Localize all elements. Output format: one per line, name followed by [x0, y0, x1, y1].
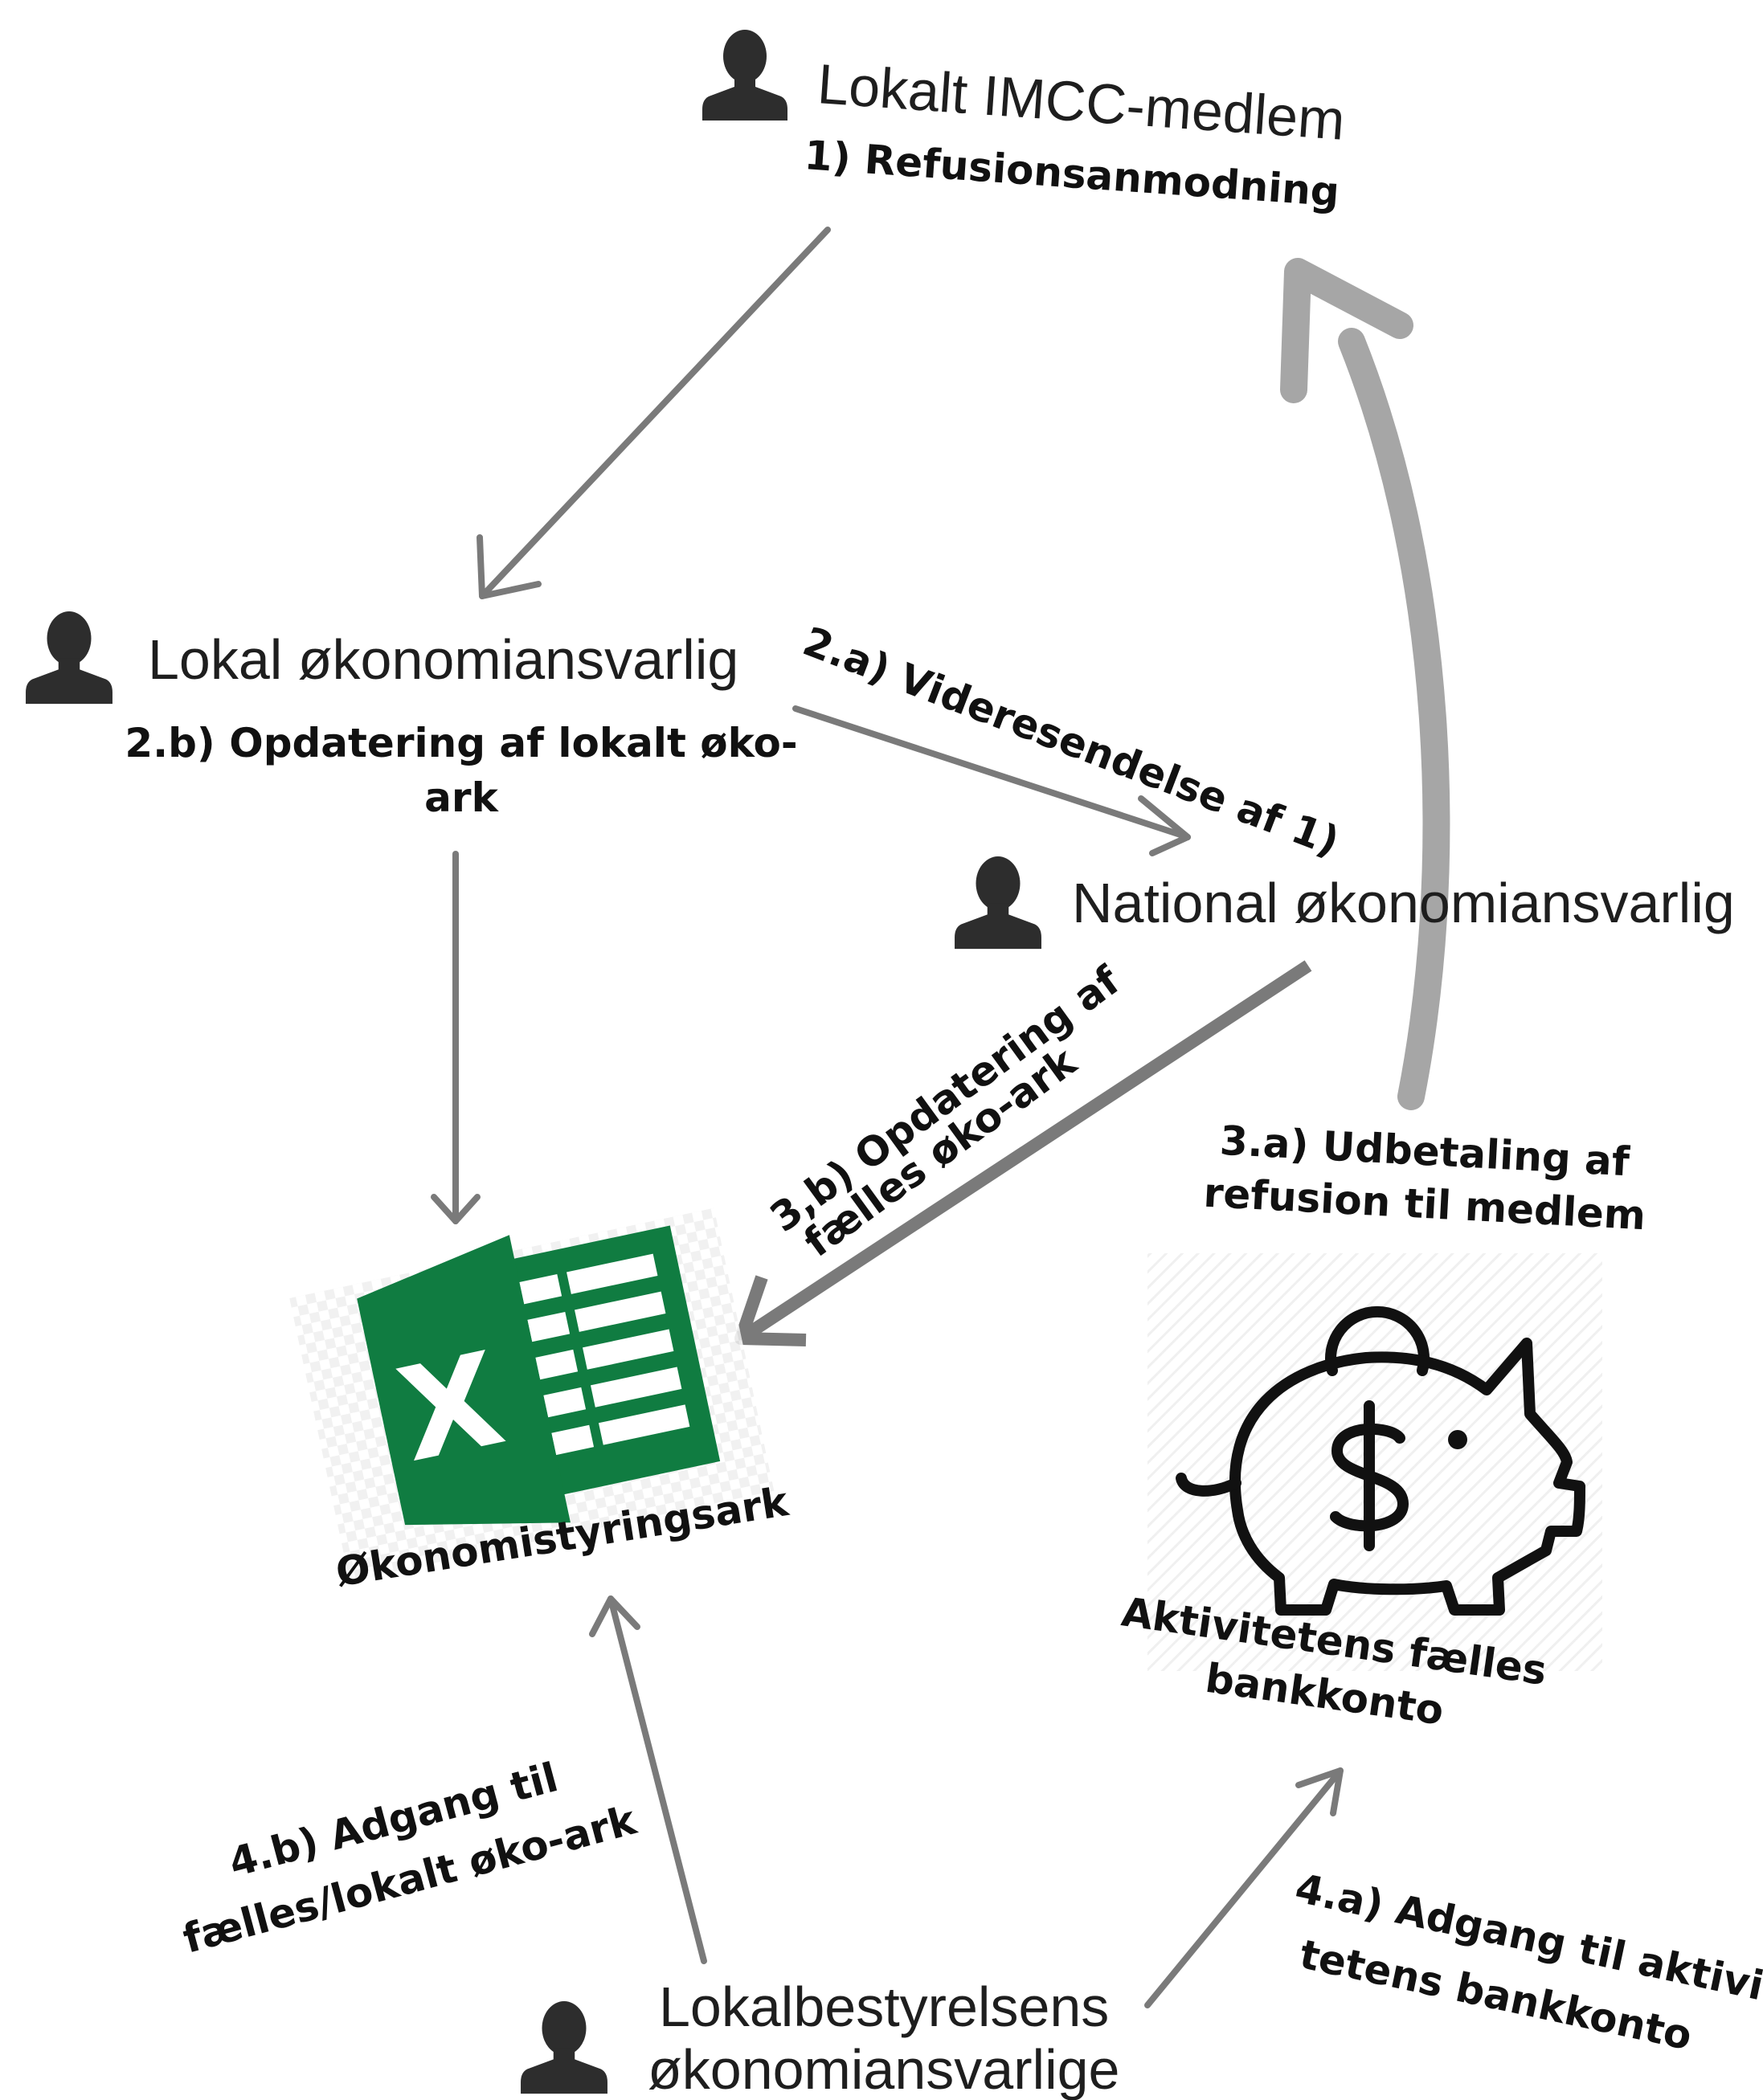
person-icon: [26, 611, 112, 705]
bank-node: Aktivitetens fælles bankkonto: [1119, 1253, 1602, 1734]
excel-icon: X: [357, 1225, 721, 1526]
piggy-bank-icon: [1176, 1305, 1585, 1616]
arrow-board-to-bank: [1144, 1767, 1344, 2008]
arrow-bank-to-member: [1280, 258, 1450, 1110]
arrow-member-to-local: [477, 227, 831, 599]
arrow-local-to-spreadsheet: [431, 851, 481, 1224]
spreadsheet-node: X Økonomistyringsark: [289, 1207, 792, 1595]
person-icon: [702, 30, 787, 121]
board-node-label-line2: økonomiansvarlige: [648, 2038, 1119, 2100]
piggy-eye: [1448, 1430, 1467, 1449]
member-node-label: Lokalt IMCC-medlem: [816, 52, 1347, 152]
arrow-local-to-national: [792, 705, 1191, 856]
local-finance-node-label: Lokal økonomiansvarlig: [148, 628, 738, 691]
person-icon: [521, 2001, 607, 2094]
board-node-label-line1: Lokalbestyrelsens: [659, 1975, 1109, 2038]
person-icon: [955, 856, 1041, 950]
step-2a-label: 2.a) Videresendelse af 1): [797, 618, 1345, 865]
step-2b-label-line1: 2.b) Opdatering af lokalt øko-: [125, 720, 797, 766]
arrow-board-to-spreadsheet: [589, 1595, 707, 1964]
step-2b-label-line2: ark: [424, 774, 499, 821]
national-finance-node-label: National økonomiansvarlig: [1072, 872, 1735, 934]
